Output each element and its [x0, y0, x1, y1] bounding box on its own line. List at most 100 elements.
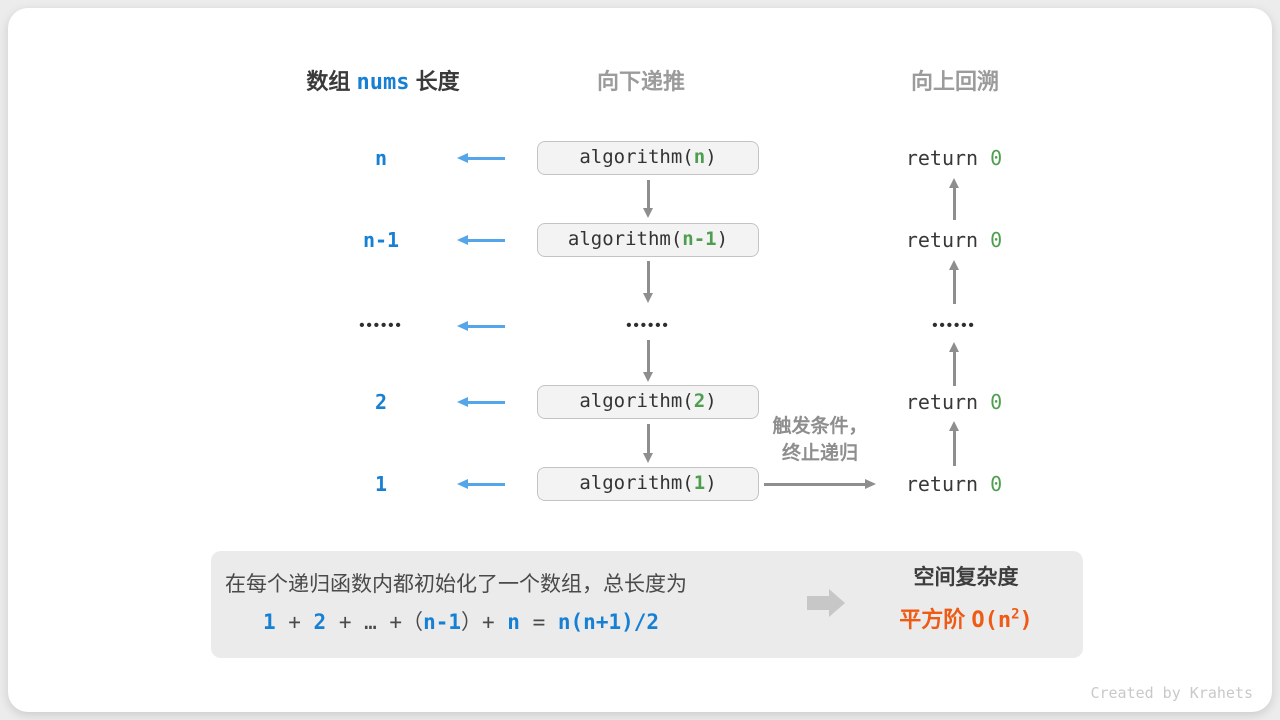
trigger-line2: 终止递归 [781, 443, 858, 464]
code-text: ) [705, 472, 717, 494]
down-arrow-icon [642, 424, 654, 463]
complexity-order-cn: 平方阶 [899, 607, 972, 632]
arrowhead [457, 153, 468, 163]
down-arrow-icon [642, 180, 654, 218]
arrowhead [457, 321, 468, 331]
complexity-label: 空间复杂度 [913, 566, 1019, 589]
arrow-shaft [468, 156, 505, 160]
length-label-n: n [374, 146, 388, 170]
arrow-shaft [646, 424, 650, 453]
header-left-prefix: 数组 [306, 69, 357, 94]
header-nums-code: nums [356, 70, 410, 95]
up-arrow-icon [948, 178, 960, 220]
terminate-arrow-icon [764, 478, 876, 490]
big-o-close: ) [1019, 608, 1033, 633]
left-arrow-icon [457, 152, 505, 164]
return-value: 0 [990, 146, 1003, 170]
return-keyword: return [905, 228, 991, 252]
arrowhead [643, 453, 653, 463]
code-arg: n [693, 146, 706, 168]
return-statement: return 0 [864, 144, 1044, 172]
code-text: ) [705, 146, 717, 168]
arrow-shaft [646, 180, 650, 208]
up-arrow-icon [948, 260, 960, 304]
column-header-recurse-down: 向下递推 [596, 69, 685, 94]
formula-operator: ）+ [461, 610, 508, 634]
arrowhead [457, 235, 468, 245]
left-arrow-icon [457, 234, 505, 246]
arrowhead [865, 479, 876, 489]
up-arrow-icon [948, 421, 960, 466]
arrow-shaft [952, 188, 956, 220]
arrow-shaft [646, 261, 650, 293]
return-keyword: return [905, 146, 991, 170]
code-text: algorithm( [579, 390, 694, 412]
call-box-n-1: algorithm(n-1) [537, 223, 759, 257]
arrowhead [643, 372, 653, 382]
arrow-shaft [646, 340, 650, 372]
arrowhead [949, 178, 959, 188]
code-text: algorithm( [567, 228, 683, 250]
sum-formula: 1 + 2 + … +（n-1）+ n = n(n+1)/2 [221, 606, 701, 636]
return-keyword: return [905, 390, 991, 414]
arrow-shaft [952, 270, 956, 304]
formula-result: n(n+1)/2 [557, 610, 660, 634]
code-text: ) [705, 390, 717, 412]
arrow-shaft [468, 238, 505, 242]
left-arrow-icon [457, 396, 505, 408]
return-statement: return 0 [864, 470, 1044, 498]
call-box-n: algorithm(n) [537, 141, 759, 175]
length-label-n-1: n-1 [362, 228, 400, 252]
down-arrow-icon [642, 261, 654, 303]
diagram-card: 数组 nums 长度 向下递推 向上回溯 n algorithm(n) retu… [8, 8, 1272, 712]
arrow-shaft [952, 352, 956, 386]
arrow-bar [807, 596, 829, 610]
column-header-backtrack-up: 向上回溯 [910, 69, 999, 94]
formula-operator: = [519, 610, 558, 634]
arrow-shaft [952, 431, 956, 466]
return-value: 0 [990, 472, 1003, 496]
arrow-shaft [764, 482, 865, 486]
return-statement: return 0 [864, 388, 1044, 416]
arrowhead [457, 397, 468, 407]
implies-arrow-icon [807, 589, 845, 617]
arrowhead [949, 260, 959, 270]
arrow-shaft [468, 400, 505, 404]
complexity-result: 空间复杂度 平方阶 O(n2) [861, 563, 1071, 634]
summary-panel: 在每个递归函数内都初始化了一个数组，总长度为 1 + 2 + … +（n-1）+… [211, 551, 1083, 658]
arrow-shaft [468, 482, 505, 486]
big-o-notation: O(n [971, 608, 1012, 633]
return-keyword: return [905, 472, 991, 496]
formula-operator: + … +（ [326, 610, 424, 634]
formula-operator: + [275, 610, 314, 634]
formula-term: 2 [313, 610, 327, 634]
trigger-note: 触发条件， 终止递归 [750, 413, 890, 467]
arrowhead [949, 342, 959, 352]
return-value: 0 [990, 228, 1003, 252]
arrowhead [949, 421, 959, 431]
summary-text: 在每个递归函数内都初始化了一个数组，总长度为 [225, 573, 687, 596]
complexity-value: 平方阶 O(n2) [861, 602, 1071, 634]
return-statement: return 0 [864, 226, 1044, 254]
code-arg: 2 [693, 390, 706, 412]
ellipsis-left: •••••• [359, 317, 403, 334]
arrowhead [643, 208, 653, 218]
formula-term: n [507, 610, 520, 634]
code-text: algorithm( [579, 146, 694, 168]
call-box-2: algorithm(2) [537, 385, 759, 419]
trigger-line1: 触发条件， [772, 416, 868, 437]
ellipsis-middle: •••••• [626, 317, 670, 334]
return-value: 0 [990, 390, 1003, 414]
arrow-shaft [468, 324, 505, 328]
formula-term: 1 [262, 610, 276, 634]
code-text: ) [716, 228, 729, 250]
left-arrow-icon [457, 320, 505, 332]
code-text: algorithm( [579, 472, 694, 494]
code-arg: 1 [693, 472, 706, 494]
credit-text: Created by Krahets [1090, 684, 1253, 702]
formula-term: n-1 [423, 610, 461, 634]
down-arrow-icon [642, 340, 654, 382]
exponent: 2 [1011, 606, 1020, 623]
arrowhead [829, 589, 845, 617]
